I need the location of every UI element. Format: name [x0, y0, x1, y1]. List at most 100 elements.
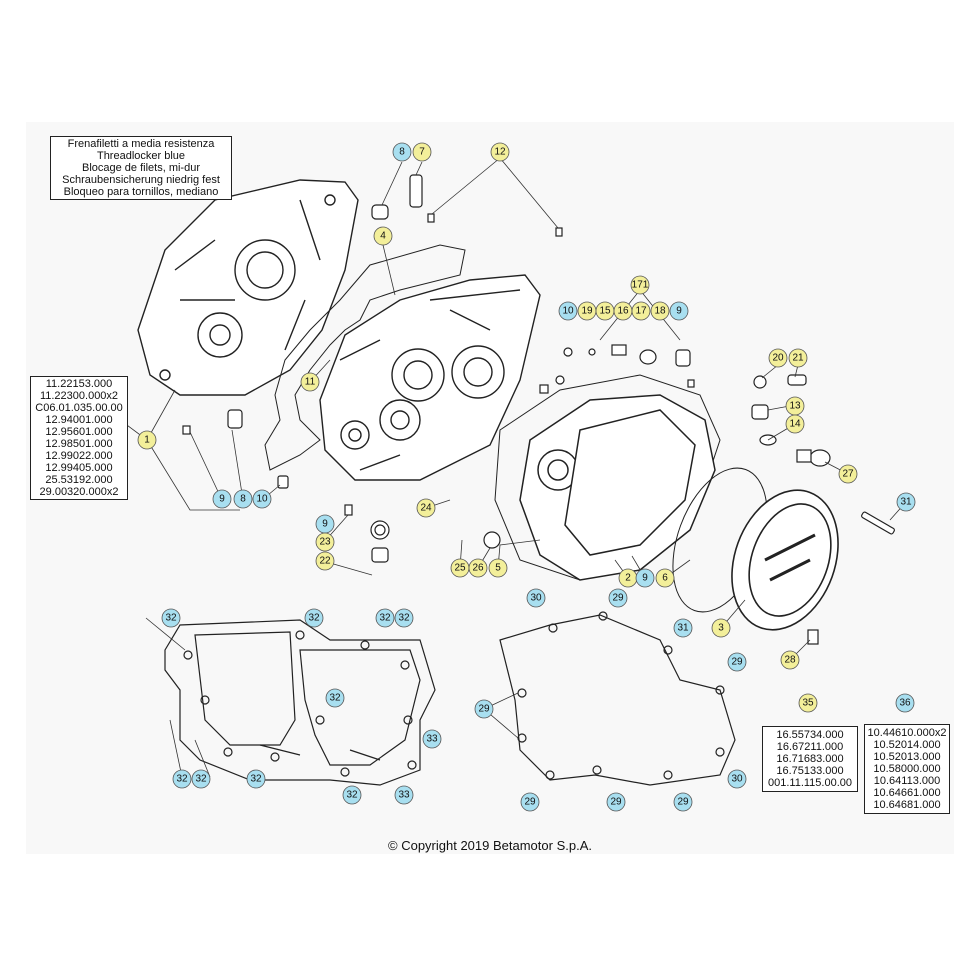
callout-balloon — [669, 301, 689, 321]
part-callout-32: 32 — [394, 608, 414, 628]
part-callout-24: 24 — [416, 498, 436, 518]
callout-number: 3 — [718, 623, 724, 634]
callout-number: 29 — [610, 797, 622, 808]
callout-number: 32 — [176, 774, 188, 785]
part-callout-31: 31 — [673, 618, 693, 638]
part-callout-16: 16 — [613, 301, 633, 321]
kit-1-box: 11.22153.000 11.22300.000x2 C06.01.035.0… — [30, 376, 128, 500]
crankcase-center — [319, 274, 541, 481]
callout-balloon — [416, 498, 436, 518]
callout-number: 8 — [240, 494, 246, 505]
part-callout-9: 9 — [212, 489, 232, 509]
callout-number: 1 — [144, 435, 150, 446]
callout-balloon — [630, 275, 650, 295]
callout-number: 27 — [842, 469, 854, 480]
callout-balloon — [798, 693, 818, 713]
callout-number: 13 — [789, 401, 801, 412]
part-callout-29: 29 — [474, 699, 494, 719]
part-callout-11: 11 — [300, 372, 320, 392]
callout-balloon — [780, 650, 800, 670]
part-callout-10: 10 — [558, 301, 578, 321]
callout-number: 32 — [308, 613, 320, 624]
kit-35-code: 16.67211.000 — [776, 741, 844, 753]
part-callout-30: 30 — [526, 588, 546, 608]
callout-number: 21 — [792, 353, 804, 364]
callout-balloon — [785, 414, 805, 434]
part-callout-14: 14 — [785, 414, 805, 434]
callout-balloon — [137, 430, 157, 450]
kit-1-code: 25.53192.000 — [45, 474, 113, 486]
callout-number: 29 — [612, 593, 624, 604]
callout-number: 25 — [454, 563, 466, 574]
kit-1-code: 12.95601.000 — [45, 426, 113, 438]
part-callout-9: 9 — [669, 301, 689, 321]
callout-number: 24 — [420, 503, 432, 514]
callout-number: 28 — [784, 655, 796, 666]
clutch-cover-gasket-lower — [499, 611, 736, 786]
callout-number: 5 — [495, 563, 501, 574]
part-callout-29: 29 — [608, 588, 628, 608]
part-callout-32: 32 — [304, 608, 324, 628]
callout-balloon — [246, 769, 266, 789]
leader-lines — [119, 157, 907, 778]
part-callout-2: 2 — [618, 568, 638, 588]
part-callout-3: 3 — [711, 618, 731, 638]
kit-1-code: 11.22153.000 — [45, 378, 113, 390]
callout-number: 171 — [632, 280, 649, 291]
part-callout-22: 22 — [315, 551, 335, 571]
callout-balloon — [895, 693, 915, 713]
callout-number: 9 — [219, 494, 225, 505]
part-callout-9: 9 — [635, 568, 655, 588]
callout-number: 31 — [900, 497, 912, 508]
callout-balloon — [304, 608, 324, 628]
part-callout-20: 20 — [768, 348, 788, 368]
callout-balloon — [635, 568, 655, 588]
part-callout-26: 26 — [468, 558, 488, 578]
callout-balloon — [490, 142, 510, 162]
part-callout-36: 36 — [895, 693, 915, 713]
part-callout-28: 28 — [780, 650, 800, 670]
callout-balloon — [606, 792, 626, 812]
callout-number: 10 — [256, 494, 268, 505]
callout-number: 35 — [802, 698, 814, 709]
part-callout-15: 15 — [595, 301, 615, 321]
callout-balloon — [233, 489, 253, 509]
part-callout-32: 32 — [325, 688, 345, 708]
callout-balloon — [342, 785, 362, 805]
callout-balloon — [650, 301, 670, 321]
clutch-cover — [519, 394, 716, 581]
callout-number: 9 — [676, 306, 682, 317]
callout-number: 29 — [731, 657, 743, 668]
callout-number: 19 — [581, 306, 593, 317]
kit-35-box: 16.55734.000 16.67211.000 16.71683.000 1… — [762, 726, 858, 792]
kit-1-code: 12.98501.000 — [45, 438, 113, 450]
callout-number: 26 — [472, 563, 484, 574]
kit-36-code: 10.64681.000 — [873, 799, 941, 811]
callout-number: 32 — [398, 613, 410, 624]
kit-36-code: 10.64661.000 — [873, 787, 941, 799]
kit-36-code: 10.44610.000x2 — [867, 727, 947, 739]
part-callout-17: 17 — [631, 301, 651, 321]
callout-number: 30 — [530, 593, 542, 604]
part-callout-29: 29 — [673, 792, 693, 812]
callout-number: 15 — [599, 306, 611, 317]
part-callout-1: 1 — [137, 430, 157, 450]
callout-balloon — [896, 492, 916, 512]
part-callout-19: 19 — [577, 301, 597, 321]
callout-number: 16 — [617, 306, 629, 317]
callout-balloon — [252, 489, 272, 509]
part-callout-23: 23 — [315, 532, 335, 552]
part-callout-13: 13 — [785, 396, 805, 416]
callout-number: 8 — [399, 147, 405, 158]
callout-balloon — [394, 785, 414, 805]
kit-35-code: 16.71683.000 — [776, 753, 844, 765]
callout-balloon — [325, 688, 345, 708]
part-callout-33: 33 — [422, 729, 442, 749]
part-callout-29: 29 — [520, 792, 540, 812]
callout-number: 11 — [305, 377, 316, 388]
part-callout-33: 33 — [394, 785, 414, 805]
kit-36-code: 10.52013.000 — [873, 751, 941, 763]
callout-balloon — [631, 301, 651, 321]
kit-1-code: 12.94001.000 — [45, 414, 113, 426]
callout-balloon — [558, 301, 578, 321]
